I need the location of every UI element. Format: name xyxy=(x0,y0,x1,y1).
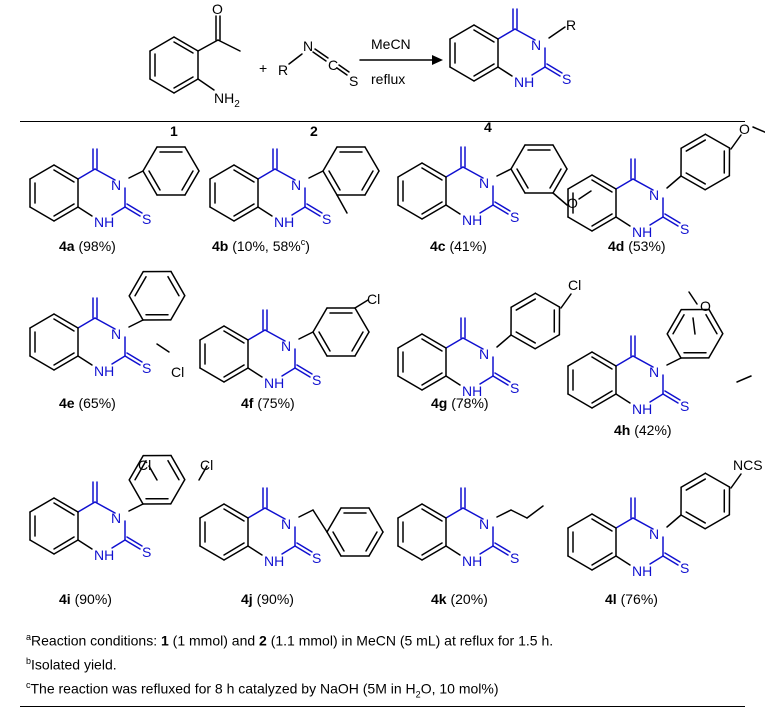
structure-4e xyxy=(29,258,193,380)
label-4g-yield: (78%) xyxy=(451,395,488,411)
4i-chloro-2: Cl xyxy=(138,457,151,473)
svg-text:O: O xyxy=(739,121,750,137)
label-4a-yield: (98%) xyxy=(78,238,115,254)
footnote-a-mark: a xyxy=(26,632,32,642)
structure-4k xyxy=(397,487,544,570)
4g-chloro: Cl xyxy=(568,277,581,293)
amino-group: NH xyxy=(214,90,234,106)
structure-4j xyxy=(199,487,384,570)
footnote-b: bIsolated yield. xyxy=(26,656,117,673)
reaction-arrow xyxy=(359,55,443,65)
conditions-solvent: MeCN xyxy=(371,36,411,52)
structure-4i xyxy=(29,442,208,564)
label-4e-yield: (65%) xyxy=(78,395,115,411)
bottom-rule xyxy=(20,706,745,707)
4f-chloro: Cl xyxy=(367,291,380,307)
footnote-c-mark: c xyxy=(26,680,31,690)
conditions-temperature: reflux xyxy=(371,71,405,87)
svg-text:4l (76%): 4l (76%) xyxy=(605,591,658,607)
reactant-1-label: 1 xyxy=(170,123,178,139)
label-4c-id: 4c xyxy=(430,238,446,254)
footnote-c-pre: The reaction was refluxed for 8 h cataly… xyxy=(30,680,416,697)
label-4g-id: 4g xyxy=(431,395,447,411)
plus-sign: + xyxy=(259,60,267,76)
label-4k-yield: (20%) xyxy=(450,591,487,607)
label-4l-yield: (76%) xyxy=(621,591,658,607)
isothiocyanate-nitrogen: N xyxy=(303,38,313,54)
label-4j-id: 4j xyxy=(241,591,253,607)
structure-4h: O xyxy=(567,291,752,418)
product-label: 4 xyxy=(484,119,492,135)
label-4l-id: 4l xyxy=(605,591,617,607)
footnote-a: aReaction conditions: 1 (1 mmol) and 2 (… xyxy=(26,632,553,649)
label-4d-id: 4d xyxy=(608,238,624,254)
footnote-c: cThe reaction was refluxed for 8 h catal… xyxy=(26,680,499,699)
label-4b-close: ) xyxy=(305,238,310,254)
label-4h-id: 4h xyxy=(614,422,630,438)
label-4c-yield: (41%) xyxy=(449,238,486,254)
product-4-structure xyxy=(449,8,573,91)
svg-text:4d (53%): 4d (53%) xyxy=(608,238,666,254)
scheme-divider xyxy=(20,121,745,122)
svg-text:4j (90%): 4j (90%) xyxy=(241,591,294,607)
label-4d-yield: (53%) xyxy=(628,238,665,254)
r-group: R xyxy=(278,62,288,78)
label-4f-yield: (75%) xyxy=(257,395,294,411)
svg-text:NH2: NH2 xyxy=(214,90,240,110)
svg-text:4i (90%): 4i (90%) xyxy=(59,591,112,607)
svg-text:4f (75%): 4f (75%) xyxy=(241,395,295,411)
label-4b-footnote-mark: c xyxy=(301,237,306,247)
label-4b-yield: (10%, 58% xyxy=(232,238,300,254)
label-4h-yield: (42%) xyxy=(634,422,671,438)
structure-4g xyxy=(397,285,573,400)
footnote-a-reactant1: 1 xyxy=(160,632,169,649)
label-4e-id: 4e xyxy=(59,395,75,411)
footnote-a-reactant2: 2 xyxy=(259,632,267,649)
amino-subscript: 2 xyxy=(234,99,240,110)
reactant-1-structure: O NH2 xyxy=(149,1,241,110)
svg-text:4a (98%): 4a (98%) xyxy=(59,238,116,254)
4e-chloro: Cl xyxy=(171,364,184,380)
svg-text:4b (10%, 58%c): 4b (10%, 58%c) xyxy=(212,237,310,254)
footnote-a-pre: Reaction conditions: xyxy=(31,632,161,649)
svg-text:4e (65%): 4e (65%) xyxy=(59,395,116,411)
structure-4c: O xyxy=(397,144,592,229)
label-4f-id: 4f xyxy=(241,395,254,411)
label-4a-id: 4a xyxy=(59,238,75,254)
structure-4a xyxy=(29,146,200,231)
footnote-c-post: O, 10 mol%) xyxy=(420,680,499,697)
footnote-b-text: Isolated yield. xyxy=(31,656,117,673)
footnote-c-subscript: 2 xyxy=(415,689,421,700)
carbonyl-oxygen: O xyxy=(212,1,223,17)
svg-text:4g (78%): 4g (78%) xyxy=(431,395,489,411)
structure-4f xyxy=(199,299,370,392)
footnote-b-mark: b xyxy=(26,656,32,666)
svg-text:O: O xyxy=(700,298,711,314)
label-4i-id: 4i xyxy=(59,591,71,607)
reactant-2-structure: R N C S xyxy=(278,38,358,89)
label-4i-yield: (90%) xyxy=(75,591,112,607)
structure-4b xyxy=(209,146,380,231)
structure-4d: O xyxy=(567,121,765,241)
4i-chloro-4: Cl xyxy=(200,457,213,473)
isothiocyanate-sulfur: S xyxy=(349,73,358,89)
isothiocyanate-carbon: C xyxy=(328,57,338,73)
structure-4l xyxy=(567,465,743,580)
label-4b-id: 4b xyxy=(212,238,228,254)
svg-text:4c (41%): 4c (41%) xyxy=(430,238,487,254)
label-4k-id: 4k xyxy=(431,591,447,607)
label-4j-yield: (90%) xyxy=(257,591,294,607)
product-r-group: R xyxy=(566,17,576,33)
svg-text:4h (42%): 4h (42%) xyxy=(614,422,672,438)
reactant-2-label: 2 xyxy=(310,123,318,139)
svg-text:4k (20%): 4k (20%) xyxy=(431,591,488,607)
4l-isothiocyanate: NCS xyxy=(733,457,763,473)
footnote-a-mid2: (1.1 mmol) in MeCN (5 mL) at reflux for … xyxy=(266,632,554,649)
footnote-a-mid1: (1 mmol) and xyxy=(168,632,260,649)
